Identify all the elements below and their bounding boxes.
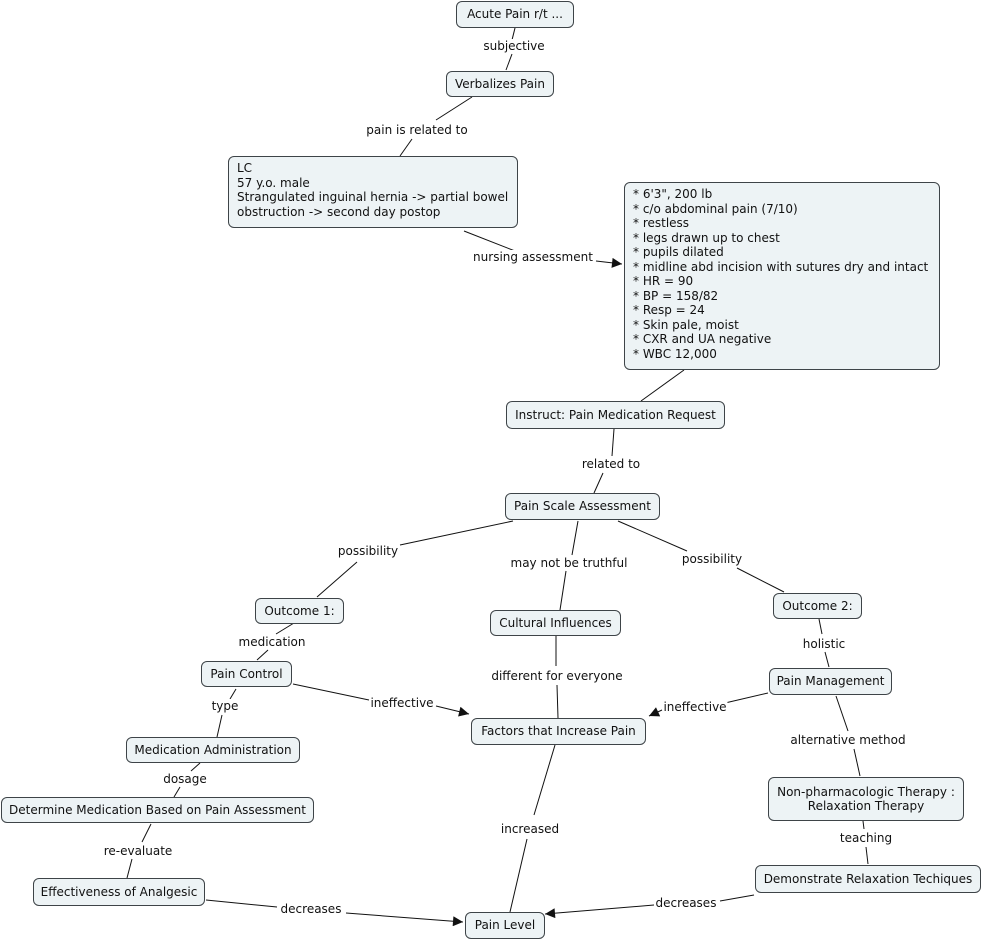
link-label-related-to: related to [580,457,642,471]
connector-line [316,561,358,598]
connector-line [736,567,785,593]
node-outcome-1[interactable]: Outcome 1: [255,598,344,624]
link-label-dosage: dosage [162,772,208,786]
connector-arrow [544,904,655,919]
node-assessment-data[interactable]: * 6'3", 200 lb * c/o abdominal pain (7/1… [624,182,940,370]
connector-line [435,96,473,121]
node-effectiveness-analgesic[interactable]: Effectiveness of Analgesic [33,878,205,906]
connector-arrow [595,257,623,268]
connector-line [463,230,516,252]
node-nonpharm-therapy[interactable]: Non-pharmacologic Therapy : Relaxation T… [768,777,964,821]
node-demonstrate-relaxation[interactable]: Demonstrate Relaxation Techiques [755,865,981,893]
connector-line [511,27,516,41]
connector-line [509,838,528,913]
link-label-ineffective-right: ineffective [662,700,728,714]
connector-line [275,622,295,635]
connector-line [865,846,869,865]
connector-line [724,692,769,704]
node-verbalizes-pain[interactable]: Verbalizes Pain [446,71,554,97]
link-label-different: different for everyone [490,669,624,683]
link-label-ineffective-left: ineffective [369,696,435,710]
connector-line [559,570,567,611]
connector-arrow [345,912,464,927]
link-label-subjective: subjective [482,39,546,53]
connector-line [141,823,152,843]
connector-line [173,786,181,798]
link-label-not-truthful: may not be truthful [509,556,629,570]
node-factors-increase-pain[interactable]: Factors that Increase Pain [471,718,646,745]
node-outcome-2[interactable]: Outcome 2: [773,593,862,619]
connector-arrow [648,707,663,717]
connector-line [617,520,688,552]
connector-line [216,714,223,738]
connector-line [205,899,278,908]
connector-line [719,894,755,902]
node-pain-level[interactable]: Pain Level [465,912,545,939]
connector-line [853,748,861,777]
connector-line [571,520,579,556]
connector-line [505,53,513,71]
link-label-reevaluate: re-evaluate [102,844,174,858]
node-instruct[interactable]: Instruct: Pain Medication Request [506,401,725,429]
link-label-medication: medication [237,635,307,649]
link-label-holistic: holistic [801,637,847,651]
link-label-increased: increased [499,822,561,836]
connector-line [533,744,556,816]
connector-arrow [435,705,470,717]
link-label-type: type [210,699,240,713]
node-pain-scale-assessment[interactable]: Pain Scale Assessment [505,493,660,520]
node-medication-administration[interactable]: Medication Administration [126,737,300,763]
connector-line [126,858,133,879]
link-label-possibility-right: possibility [680,552,744,566]
connector-line [399,138,413,157]
link-label-teaching: teaching [838,831,894,845]
node-pain-management[interactable]: Pain Management [769,668,892,695]
node-determine-medication[interactable]: Determine Medication Based on Pain Asses… [1,797,314,823]
connector-line [611,428,615,457]
connector-line [256,649,269,661]
link-label-pain-related: pain is related to [365,123,469,137]
connector-line [640,369,685,402]
connector-line [862,820,865,830]
connector-line [835,695,849,732]
connector-line [593,472,604,494]
link-label-nursing-assessment: nursing assessment [472,250,594,264]
connector-line [399,520,514,546]
connector-line [190,762,201,772]
connector-line [292,683,370,701]
link-label-decreases-left: decreases [279,902,343,916]
node-pain-control[interactable]: Pain Control [201,661,292,687]
node-acute-pain[interactable]: Acute Pain r/t ... [456,1,574,28]
node-patient-info[interactable]: LC 57 y.o. male Strangulated inguinal he… [228,156,518,228]
connector-line [824,651,830,668]
connector-line [556,684,559,719]
link-label-possibility-left: possibility [336,544,400,558]
connector-line [818,618,823,635]
node-cultural-influences[interactable]: Cultural Influences [490,610,621,636]
link-label-decreases-right: decreases [654,896,718,910]
connector-line [229,688,237,700]
link-label-alternative-method: alternative method [789,733,907,747]
